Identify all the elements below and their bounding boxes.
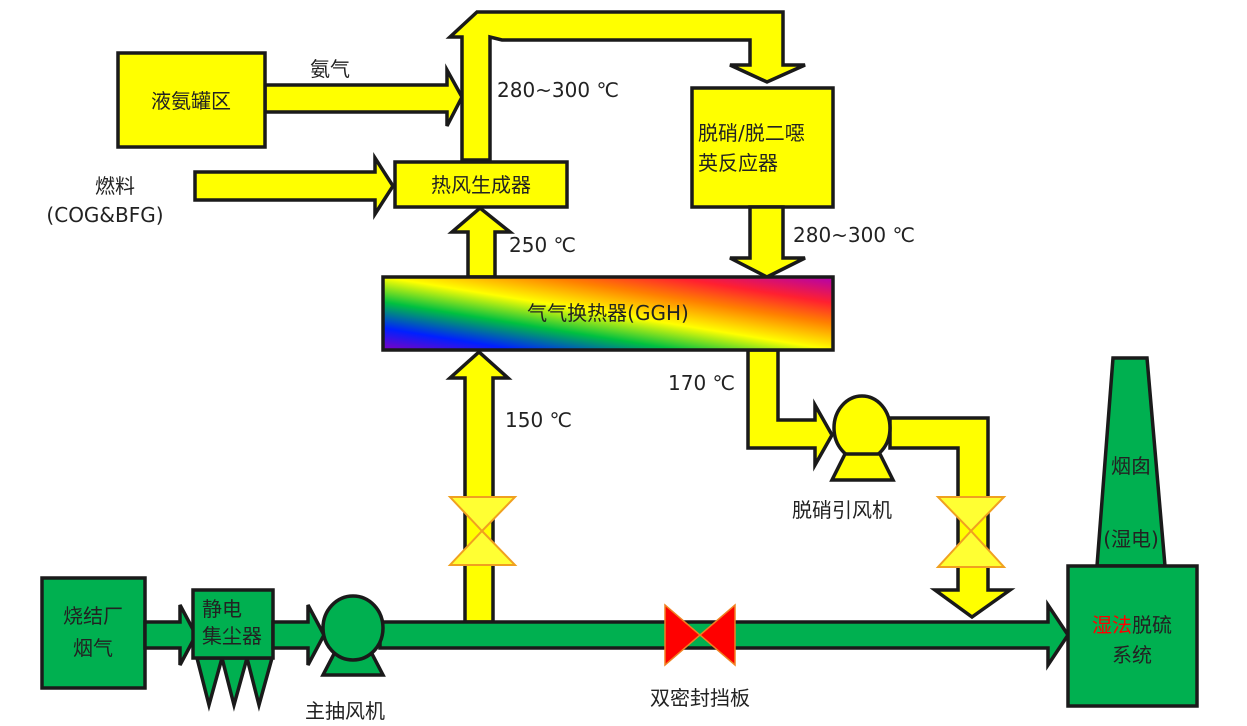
valve-icon[interactable] xyxy=(447,496,518,566)
damper-label: 双密封挡板 xyxy=(650,686,750,710)
denox-fan-base xyxy=(829,452,896,482)
sinter-box xyxy=(40,576,147,690)
fan-outlet-duct xyxy=(888,416,1016,620)
stack-label: 烟囱 xyxy=(1111,454,1151,478)
esp-label: 静电 xyxy=(202,597,242,621)
hot-air-generator-box xyxy=(393,160,569,209)
main-fan-label: 主抽风机 xyxy=(305,699,385,723)
reactor-outlet-arrow xyxy=(729,205,806,279)
top-duct xyxy=(445,10,806,162)
temp-to-generator: 250 ℃ xyxy=(509,233,576,257)
fgd-label-rest: 脱硫 xyxy=(1132,613,1172,637)
sinter-arrow xyxy=(143,604,198,666)
ggh-to-generator-arrow xyxy=(447,205,515,279)
fgd-box xyxy=(1066,564,1199,708)
denox-fan-label: 脱硝引风机 xyxy=(792,498,892,522)
reactor-box xyxy=(690,86,835,209)
reactor-label-2: 英反应器 xyxy=(698,151,778,175)
stack-label-2: (湿电) xyxy=(1103,527,1159,551)
temp-after-generator: 280~300 ℃ xyxy=(497,78,619,102)
ggh-outlet-duct xyxy=(746,348,835,472)
esp-hopper xyxy=(219,656,250,712)
fuel-label: 燃料 xyxy=(95,174,135,198)
denox-fan-icon xyxy=(832,394,892,462)
fgd-label-highlight: 湿法 xyxy=(1092,613,1132,637)
esp-label-2: 集尘器 xyxy=(202,624,262,648)
fuel-type-label: (COG&BFG) xyxy=(46,203,163,227)
temp-ggh-outlet: 170 ℃ xyxy=(668,371,735,395)
hot-air-generator-label: 热风生成器 xyxy=(431,173,531,197)
ammonia-tank-label: 液氨罐区 xyxy=(151,89,231,113)
sinter-label: 烧结厂 xyxy=(63,604,123,628)
fgd-label: 湿法脱硫 xyxy=(1092,613,1172,637)
reactor-label: 脱硝/脱二噁 xyxy=(698,121,805,145)
fuel-arrow xyxy=(193,152,396,220)
ggh-box xyxy=(381,275,835,352)
ammonia-label: 氨气 xyxy=(310,57,350,81)
ammonia-arrow xyxy=(263,63,464,127)
ggh-label: 气气换热器(GGH) xyxy=(527,301,689,325)
double-seal-damper-icon[interactable] xyxy=(664,603,736,667)
temp-ggh-inlet: 150 ℃ xyxy=(505,408,572,432)
valve-icon[interactable] xyxy=(935,496,1007,568)
esp-hopper xyxy=(244,656,275,712)
main-fan-icon xyxy=(321,594,385,662)
sinter-label-2: 烟气 xyxy=(73,636,113,660)
ammonia-tank-box xyxy=(116,51,267,149)
ggh-inlet-arrow xyxy=(445,349,513,624)
esp-box xyxy=(191,588,275,660)
temp-after-reactor: 280~300 ℃ xyxy=(793,223,915,247)
esp-arrow xyxy=(271,604,326,666)
esp-hopper xyxy=(194,656,225,712)
fgd-label-2: 系统 xyxy=(1112,643,1152,667)
